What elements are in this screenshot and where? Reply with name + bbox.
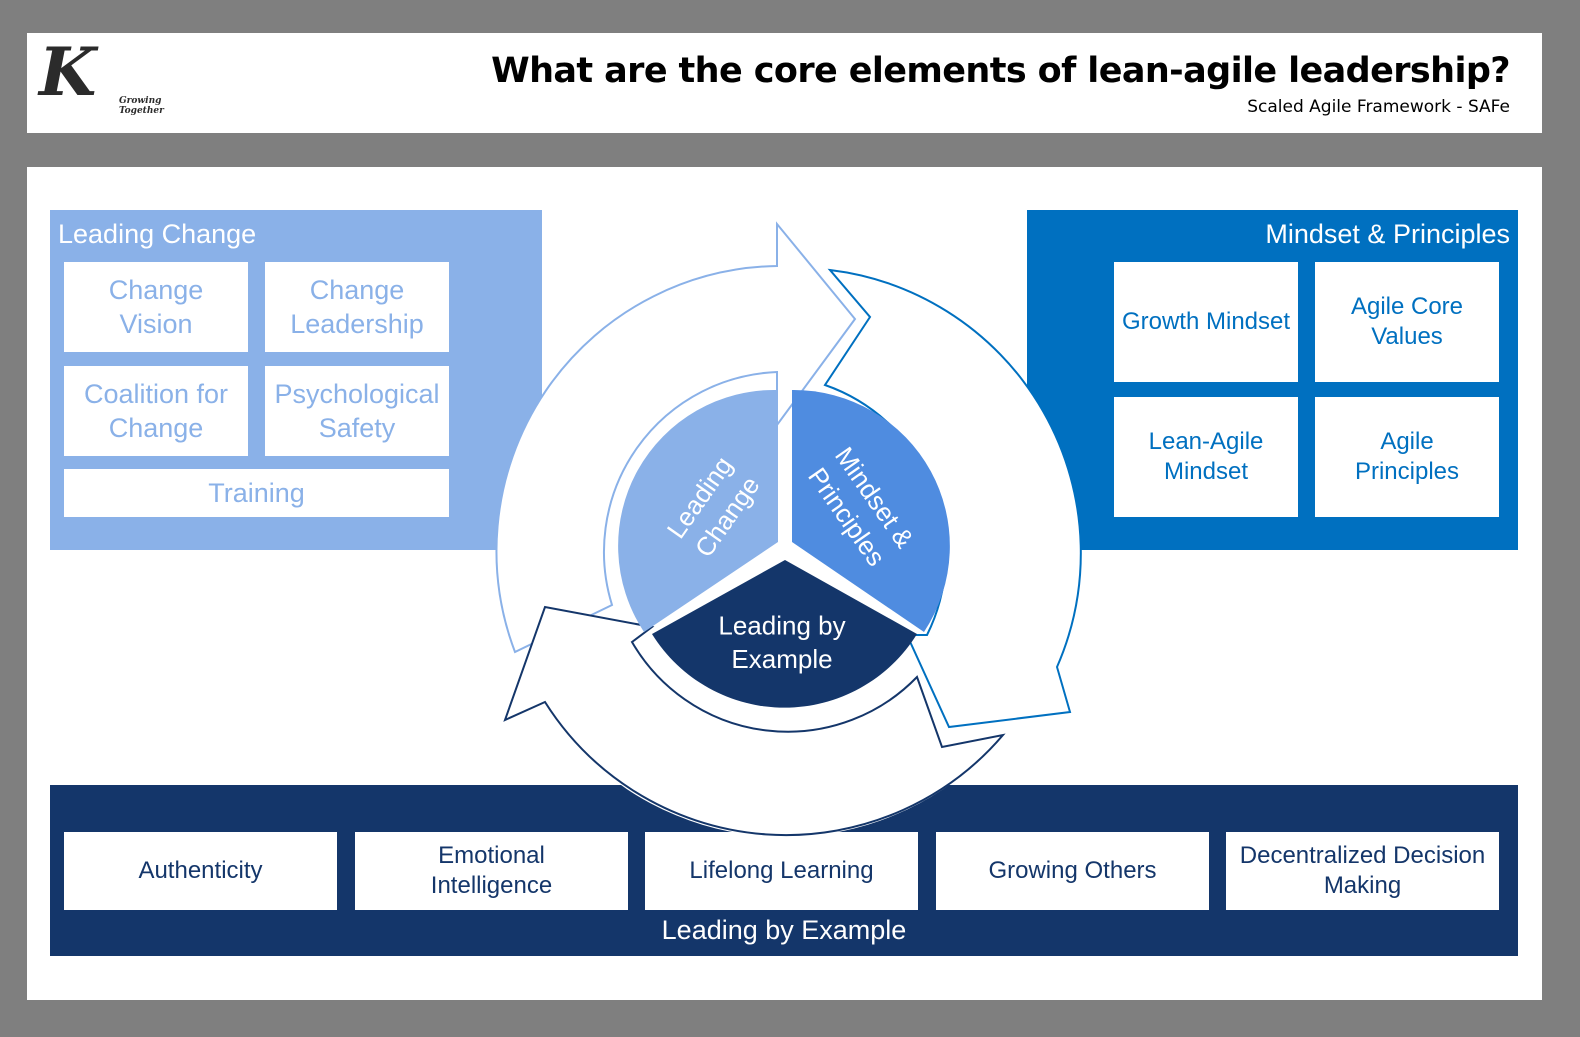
diagram-canvas: Leading Change Change Vision Change Lead… [27,167,1542,1000]
logo-tagline: Growing Together [119,96,164,116]
element-label: Agile Principles [1354,427,1460,485]
element-label: Lifelong Learning [689,856,874,884]
element-box: Lean-Agile Mindset [1114,397,1298,517]
element-box: Decentralized Decision Making [1226,832,1499,910]
element-box: Growth Mindset [1114,262,1298,382]
leading-change-panel: Leading Change Change Vision Change Lead… [50,210,542,550]
element-label: Change Leadership [290,274,424,339]
element-box: Emotional Intelligence [355,832,628,910]
element-label: Growth Mindset [1121,307,1291,335]
cycle-diagram: LeadingChange Mindset &Principles Leadin… [495,221,1082,837]
element-box: Change Leadership [265,262,449,352]
element-label: Authenticity [138,856,263,884]
element-box: Psychological Safety [265,366,449,456]
element-box: Coalition for Change [64,366,248,456]
page-title: What are the core elements of lean-agile… [491,51,1511,91]
segment-leading-by-example [652,560,917,708]
page-subtitle: Scaled Agile Framework - SAFe [1247,97,1510,117]
header-bar: K Growing Together What are the core ele… [27,33,1542,133]
element-label: Growing Others [988,856,1157,884]
element-label: Coalition for Change [83,378,229,443]
element-label: Lean-Agile Mindset [1148,427,1264,485]
element-box: Lifelong Learning [645,832,918,910]
element-label: Agile Core Values [1350,292,1464,350]
segment-label-line: Example [731,644,832,674]
element-label: Decentralized Decision Making [1239,841,1486,899]
segment-label-leading-by-example: Leading by Example [718,610,845,674]
logo-letter: K [39,33,97,111]
element-label: Change Vision [108,274,204,339]
cycle-arrow-leading-change [495,221,857,654]
element-box: Agile Principles [1315,397,1499,517]
segment-mindset-principles [792,389,950,632]
mindset-principles-panel: Mindset & Principles Growth Mindset Agil… [1027,210,1518,550]
element-box: Agile Core Values [1315,262,1499,382]
element-box: Change Vision [64,262,248,352]
mindset-principles-panel-title: Mindset & Principles [1265,219,1510,249]
element-label: Training [208,477,305,508]
segment-leading-change [618,389,778,632]
leading-change-panel-title: Leading Change [58,219,257,249]
element-label: Emotional Intelligence [430,841,553,899]
element-box: Training [64,469,449,517]
leading-by-example-panel-title: Leading by Example [661,915,907,945]
segment-label-line: Leading by [718,610,845,640]
element-box: Growing Others [936,832,1209,910]
element-label: Psychological Safety [274,378,440,443]
element-box: Authenticity [64,832,337,910]
cycle-arrow-leading-by-example [503,605,1006,837]
company-logo: K Growing Together [35,33,205,116]
